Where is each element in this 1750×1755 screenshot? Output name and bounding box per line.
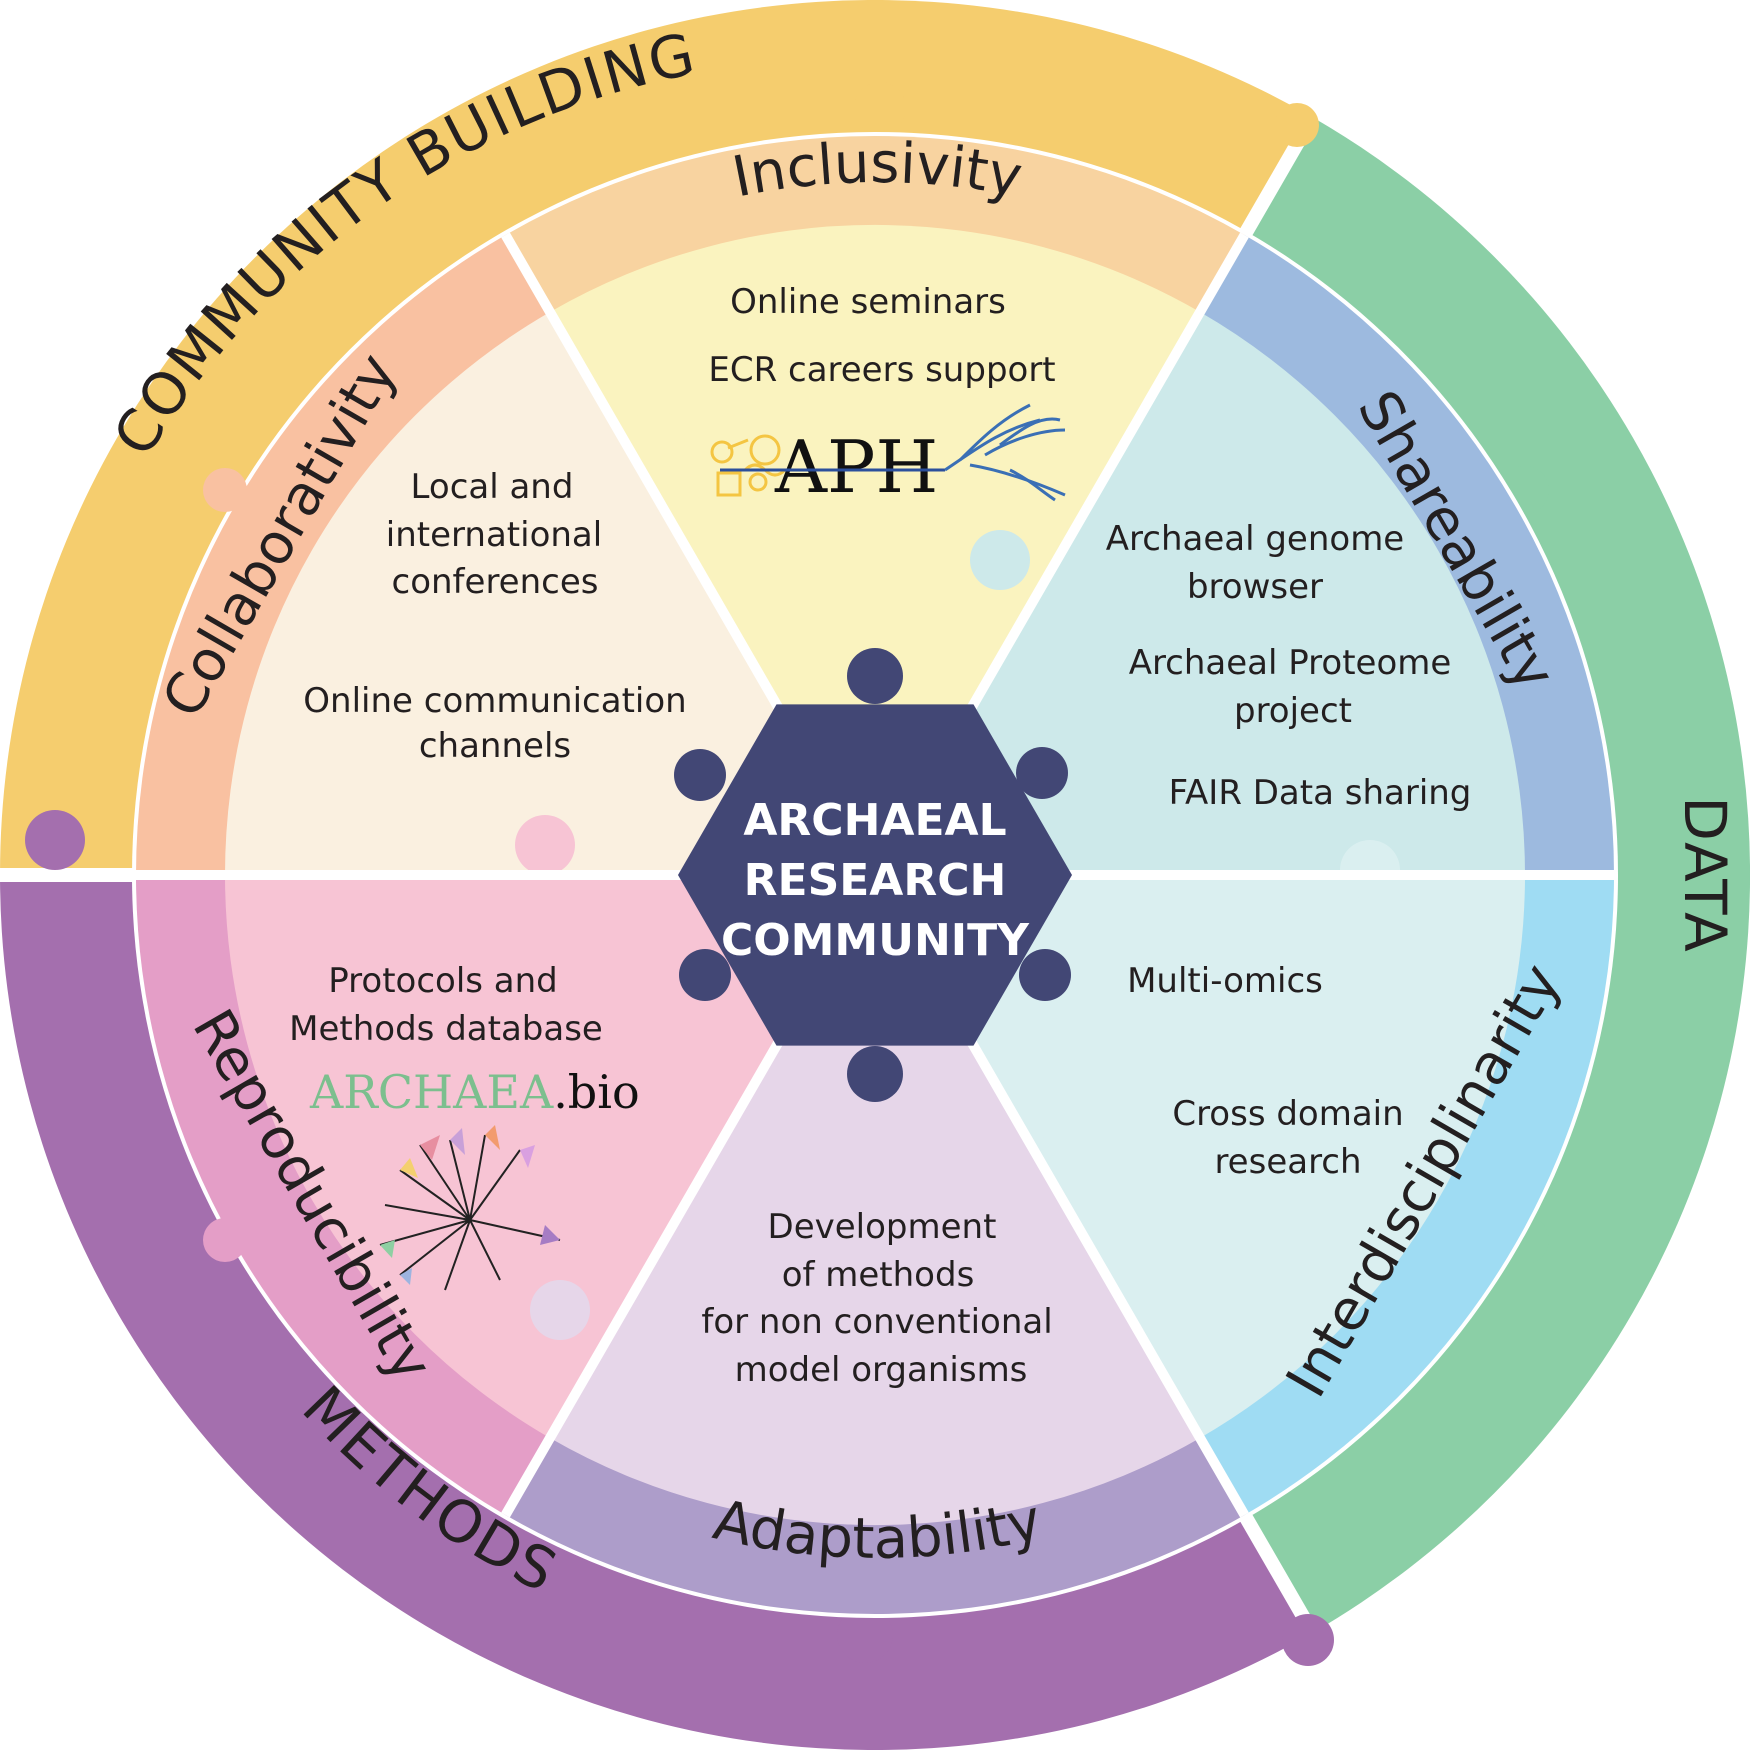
list-item: FAIR Data sharing [1169, 773, 1472, 813]
list-item: Cross domain [1172, 1094, 1403, 1134]
microbe-doodle-icon [710, 434, 787, 497]
puzzle-tab-icon [625, 410, 685, 470]
center-title-line-2: RESEARCH [744, 855, 1007, 906]
list-item: conferences [392, 562, 599, 602]
list-item: research [1214, 1142, 1361, 1182]
list-item: Online seminars [730, 282, 1006, 322]
puzzle-tab-icon [970, 530, 1030, 590]
puzzle-tab-icon [679, 949, 731, 1001]
list-item: international [386, 515, 602, 555]
puzzle-tab-icon [1275, 103, 1319, 147]
list-item: ECR careers support [708, 350, 1055, 390]
aph-logo: APH [710, 403, 1066, 509]
archaea-logo-main: ARCHAEA [309, 1065, 554, 1119]
archaea-bio-logo: ARCHAEA.bio [309, 1065, 640, 1119]
puzzle-tab-icon [1282, 1614, 1334, 1666]
list-item: Multi-omics [1127, 961, 1323, 1001]
list-item: Development [768, 1207, 997, 1247]
inner-wheel [135, 135, 1615, 1615]
segment-shareability [875, 312, 1525, 875]
puzzle-tab-icon [837, 1607, 893, 1663]
center-hexagon: ARCHAEAL RESEARCH COMMUNITY [674, 648, 1072, 1102]
phylogenetic-tree-icon [379, 1125, 561, 1291]
puzzle-tab-icon [674, 749, 726, 801]
puzzle-tab-icon [847, 1046, 903, 1102]
segment-collaborativity [224, 312, 875, 875]
list-item: project [1234, 691, 1352, 731]
segment-inclusivity [550, 224, 1200, 875]
list-item: Online communication [303, 681, 686, 721]
puzzle-tab-icon [203, 468, 247, 512]
list-item: Methods database [289, 1009, 603, 1049]
puzzle-tab-icon [1016, 747, 1068, 799]
list-item: model organisms [735, 1350, 1028, 1390]
list-item: channels [419, 726, 571, 766]
puzzle-tab-icon [847, 648, 903, 704]
puzzle-tab-icon [854, 82, 906, 134]
puzzle-tab-icon [530, 1280, 590, 1340]
list-item: Local and [411, 467, 574, 507]
puzzle-tab-icon [1019, 949, 1071, 1001]
segment-interdisciplinarity [875, 875, 1525, 1438]
list-item: Archaeal Proteome [1129, 643, 1452, 683]
segment-adaptability [550, 875, 1200, 1526]
list-item: Archaeal genome [1106, 519, 1404, 559]
puzzle-tab-icon [25, 810, 85, 870]
list-item: Protocols and [328, 961, 558, 1001]
archaea-logo-suffix: .bio [553, 1065, 639, 1119]
ring-title-data: DATA [1671, 796, 1739, 953]
puzzle-tab-icon [203, 1218, 247, 1262]
puzzle-tab-icon [1025, 1080, 1085, 1140]
puzzle-tab-icon [515, 815, 575, 875]
center-title-line-1: ARCHAEAL [743, 795, 1006, 846]
aph-logo-text: APH [774, 425, 938, 509]
list-item: browser [1187, 567, 1323, 607]
center-title-line-3: COMMUNITY [721, 915, 1030, 966]
tree-branch-icon [944, 403, 1066, 502]
list-item: of methods [782, 1255, 975, 1295]
segment-reproducibility [225, 875, 875, 1438]
center-hexagon-shape [678, 704, 1072, 1046]
list-item: for non conventional [701, 1302, 1052, 1342]
